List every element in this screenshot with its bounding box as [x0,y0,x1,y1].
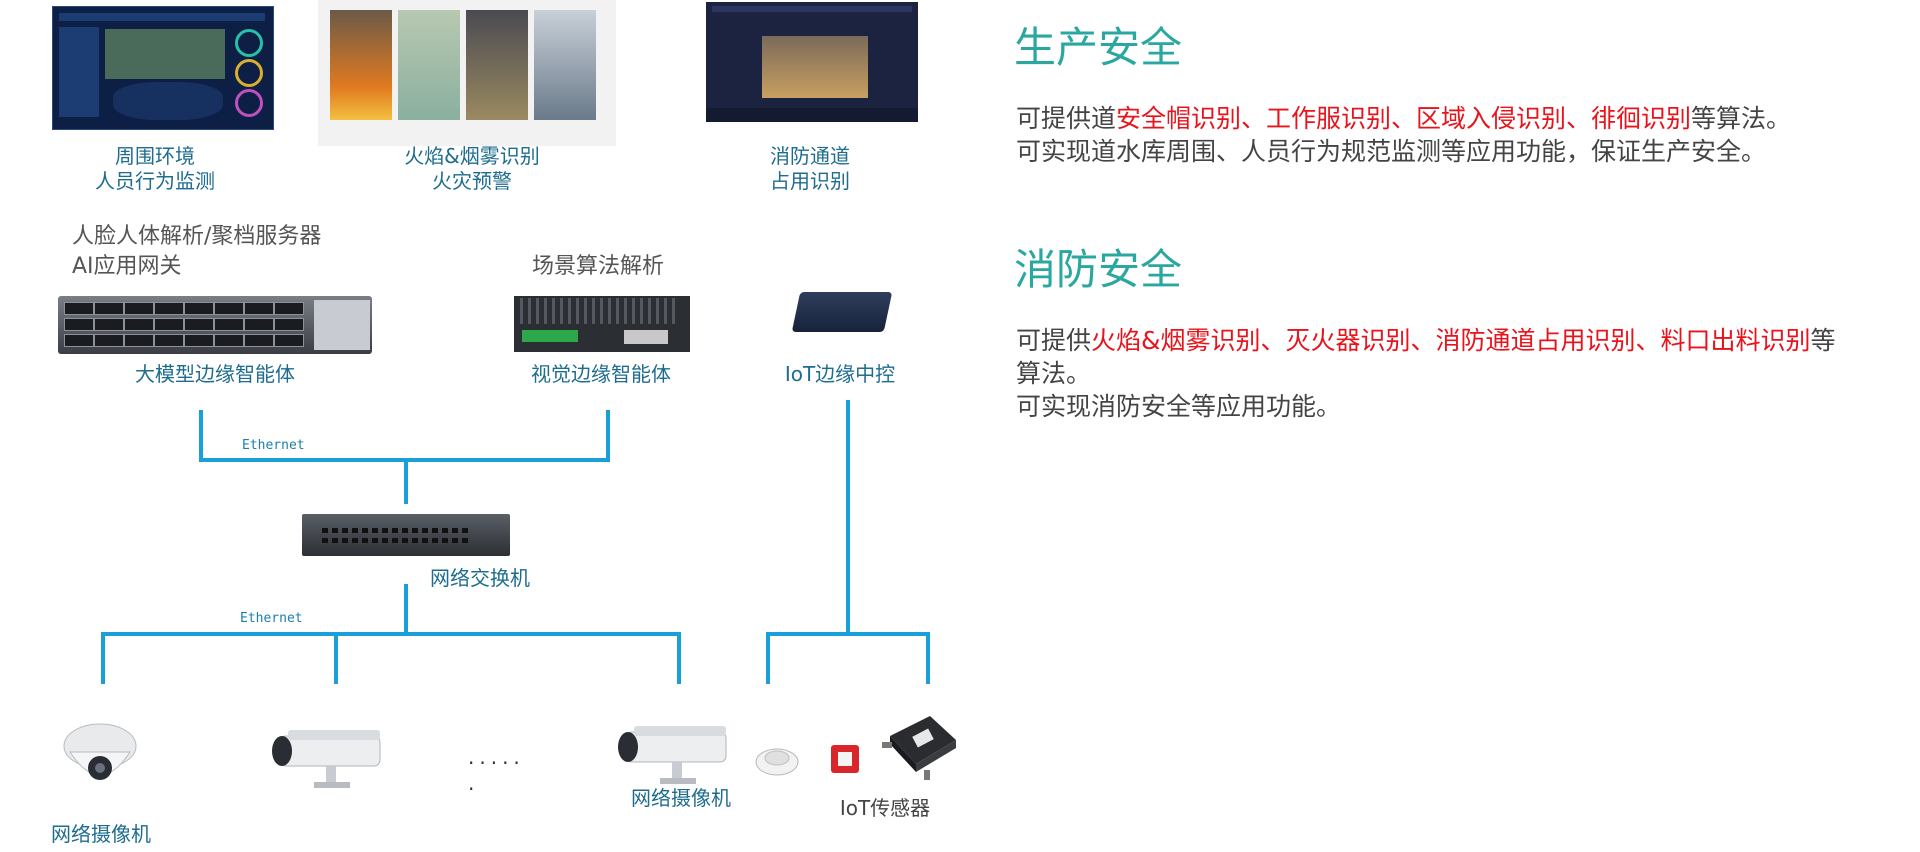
rack-server-icon [58,296,372,354]
label-big-model-agent: 大模型边缘智能体 [135,362,295,386]
caption-line: 周围环境 [115,144,195,168]
iot-drop-2 [926,632,930,684]
ellipsis-text: ..... . [468,744,525,796]
label-camera-left: 网络摄像机 [51,822,151,846]
section-title-production: 生产安全 [1014,23,1183,72]
iot-trunk [846,400,850,636]
caption-line: 消防通道 [770,144,850,168]
fire-alarm-button-icon [831,745,859,773]
lower-bus [101,632,681,636]
section-desc-fire: 可提供火焰&烟雾识别、灭火器识别、消防通道占用识别、料口出料识别等 算法。 可实… [1016,324,1920,423]
link-big-model [199,410,203,462]
ellipsis-line: ..... [468,745,525,769]
label-vision-agent: 视觉边缘智能体 [531,362,671,386]
ethernet-label-lower: Ethernet [240,611,303,626]
vision-edge-box-icon [514,296,690,352]
server-label-2: AI应用网关 [72,254,182,279]
bullet-camera-icon [272,730,381,788]
vision-label: 场景算法解析 [532,254,665,279]
ellipsis-line: . [468,771,480,795]
fire-line-1-wrap: 算法。 [1016,359,1092,388]
iot-drop-1 [766,632,770,684]
section-title-fire: 消防安全 [1014,245,1183,294]
caption-env-monitor: 周围环境 人员行为监测 [60,144,250,194]
iot-sensor-icon [882,716,956,780]
server-label-1: 人脸人体解析/聚档服务器 [72,224,322,249]
caption-fire-passage: 消防通道 占用识别 [730,144,890,194]
network-switch-icon [302,514,510,556]
fire-line-1: 可提供火焰&烟雾识别、灭火器识别、消防通道占用识别、料口出料识别等 [1016,324,1920,357]
fire-detection-screenshot [318,0,616,146]
caption-line: 占用识别 [770,169,850,193]
caption-fire-smoke: 火焰&烟雾识别 火灾预警 [372,144,572,194]
highlight-algorithms: 安全帽识别、工作服识别、区域入侵识别、徘徊识别 [1116,104,1692,133]
bullet-camera-icon [618,726,727,784]
drop-camera-3 [677,632,681,684]
upper-trunk [404,458,408,504]
label-iot-sensor: IoT传感器 [839,796,931,820]
section-desc-production: 可提供道安全帽识别、工作服识别、区域入侵识别、徘徊识别等算法。 可实现道水库周围… [1016,102,1896,168]
link-vision [606,410,610,462]
production-line-1: 可提供道安全帽识别、工作服识别、区域入侵识别、徘徊识别等算法。 [1016,102,1896,135]
caption-line: 人员行为监测 [95,169,215,193]
caption-line: 火灾预警 [432,169,512,193]
text-suffix: 等 [1810,326,1836,355]
label-iot-hub: IoT边缘中控 [784,362,896,386]
iot-bus [766,632,930,636]
highlight-algorithms: 火焰&烟雾识别、灭火器识别、消防通道占用识别、料口出料识别 [1091,326,1811,355]
text-prefix: 可提供 [1016,326,1092,355]
smoke-detector-icon [755,748,799,776]
iot-hub-icon [791,292,893,332]
fire-line-2: 可实现消防安全等应用功能。 [1016,392,1342,421]
ethernet-label-upper: Ethernet [242,438,305,453]
caption-line: 火焰&烟雾识别 [404,144,540,168]
text-prefix: 可提供道 [1016,104,1117,133]
drop-camera-2 [334,632,338,684]
production-line-2: 可实现道水库周围、人员行为规范监测等应用功能，保证生产安全。 [1016,137,1767,166]
fire-passage-screenshot [706,2,918,122]
drop-camera-1 [101,632,105,684]
label-camera-right: 网络摄像机 [631,786,731,810]
dashboard-screenshot [52,6,274,130]
lower-trunk [404,584,408,636]
label-network-switch: 网络交换机 [430,566,530,590]
dome-camera-icon [63,723,137,780]
text-suffix: 等算法。 [1691,104,1792,133]
